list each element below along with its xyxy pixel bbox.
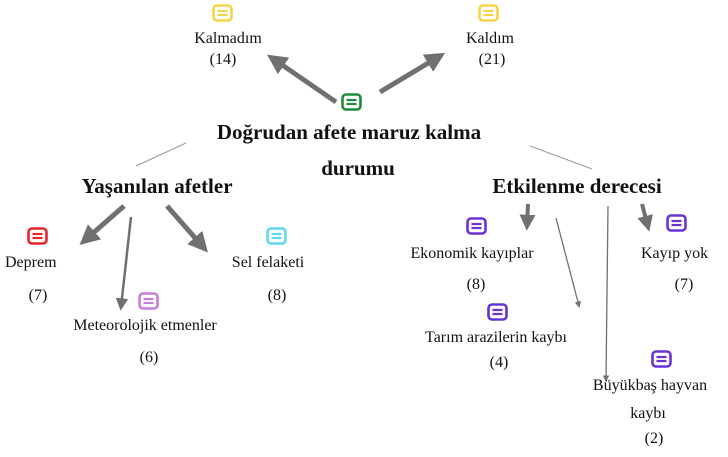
arrow-to-ekonomik	[519, 203, 536, 231]
arrow-to-kayip-yok	[637, 203, 653, 232]
code-icon	[666, 214, 687, 232]
outcome-count-kaldim: (21)	[478, 51, 506, 68]
node-count-ekonomik: (8)	[466, 276, 486, 293]
arrow-to-buyukbas	[602, 205, 610, 382]
connector-left-branch	[135, 142, 187, 167]
node-label-meteorolojik: Meteorolojik etmenler	[73, 317, 217, 334]
node-count-sel: (8)	[267, 287, 287, 304]
code-icon	[487, 303, 508, 321]
arrow-to-deprem	[79, 204, 126, 245]
center-title: Doğrudan afete maruz kalma	[216, 120, 482, 144]
outcome-label-kalmadim: Kalmadım	[194, 30, 262, 47]
code-icon	[138, 292, 159, 310]
node-label-buyukbas-line2: kaybı	[630, 405, 666, 422]
connector-right-branch	[529, 145, 593, 170]
node-count-buyukbas: (2)	[644, 430, 664, 447]
arrow-to-sel	[165, 204, 208, 253]
node-count-kayip-yok: (7)	[674, 276, 694, 293]
arrow-to-kalmadim	[267, 54, 338, 105]
code-icon	[341, 93, 362, 111]
code-icon	[478, 4, 499, 22]
node-count-deprem: (7)	[28, 287, 48, 304]
center-title-line2: durumu	[321, 156, 395, 180]
node-label-buyukbas: Büyükbaş hayvan	[592, 377, 708, 394]
arrow-to-meteorolojik	[115, 216, 133, 311]
arrow-to-kaldim	[378, 52, 446, 95]
code-icon	[212, 4, 233, 22]
code-icon	[651, 350, 672, 368]
code-icon	[266, 227, 287, 245]
left-branch-title: Yaşanılan afetler	[81, 174, 233, 198]
node-label-deprem: Deprem	[5, 254, 57, 271]
outcome-count-kalmadim: (14)	[209, 51, 237, 68]
arrow-to-tarim	[555, 217, 581, 308]
node-count-meteorolojik: (6)	[139, 349, 159, 366]
right-branch-title: Etkilenme derecesi	[492, 174, 662, 198]
outcome-label-kaldim: Kaldım	[466, 30, 514, 47]
node-label-ekonomik: Ekonomik kayıplar	[410, 245, 534, 262]
node-label-tarim: Tarım arazilerin kaybı	[425, 329, 567, 346]
node-label-kayip-yok: Kayıp yok	[641, 245, 709, 262]
code-icon	[466, 217, 487, 235]
node-label-sel: Sel felaketi	[231, 254, 305, 271]
node-count-tarim: (4)	[489, 354, 509, 371]
code-icon	[27, 227, 48, 245]
